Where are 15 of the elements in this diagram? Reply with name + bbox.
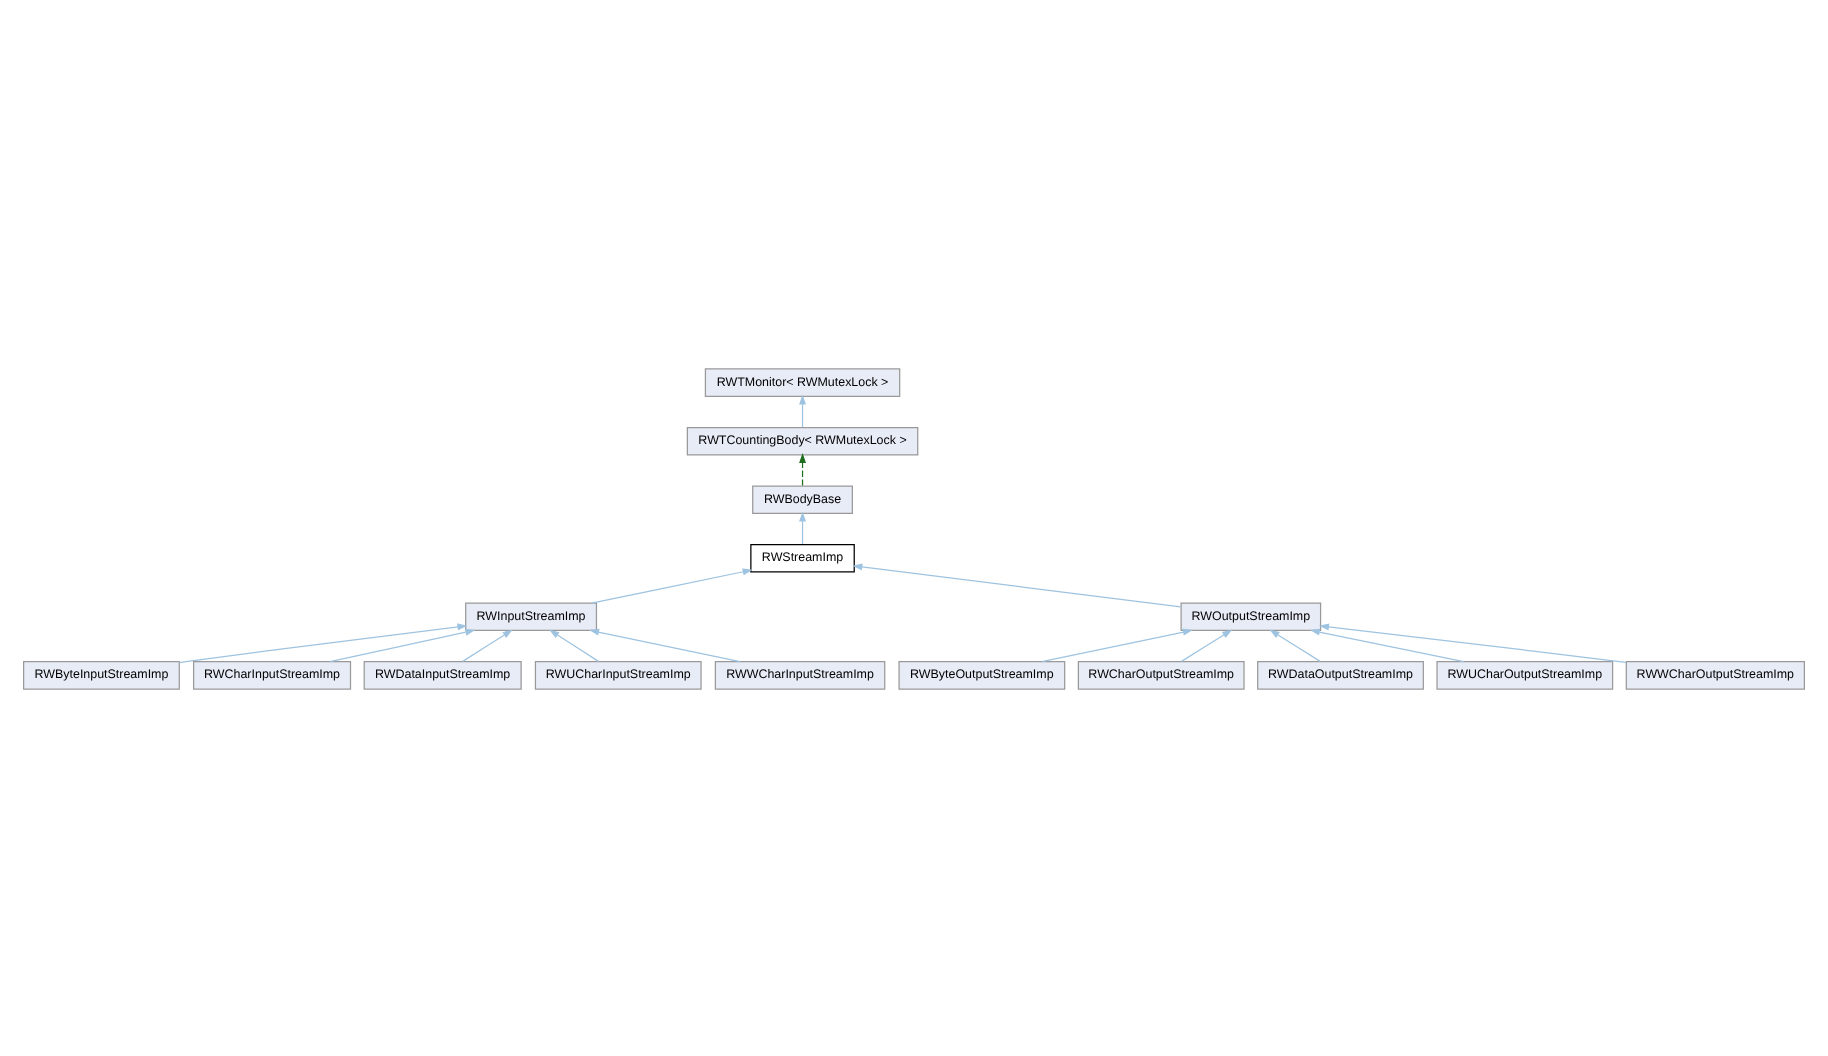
arrow	[591, 567, 753, 603]
arrow	[799, 452, 807, 486]
arrow	[1180, 628, 1233, 661]
arrow	[852, 562, 1182, 607]
arrow	[799, 510, 807, 544]
arrow	[1318, 622, 1627, 663]
arrow	[589, 627, 741, 662]
arrow	[329, 627, 476, 662]
arrow	[549, 628, 600, 661]
arrow	[178, 622, 468, 663]
arrow	[1269, 628, 1321, 661]
arrow	[1041, 627, 1193, 662]
arrow	[462, 628, 513, 661]
arrow	[1309, 627, 1465, 662]
arrow	[799, 393, 807, 427]
